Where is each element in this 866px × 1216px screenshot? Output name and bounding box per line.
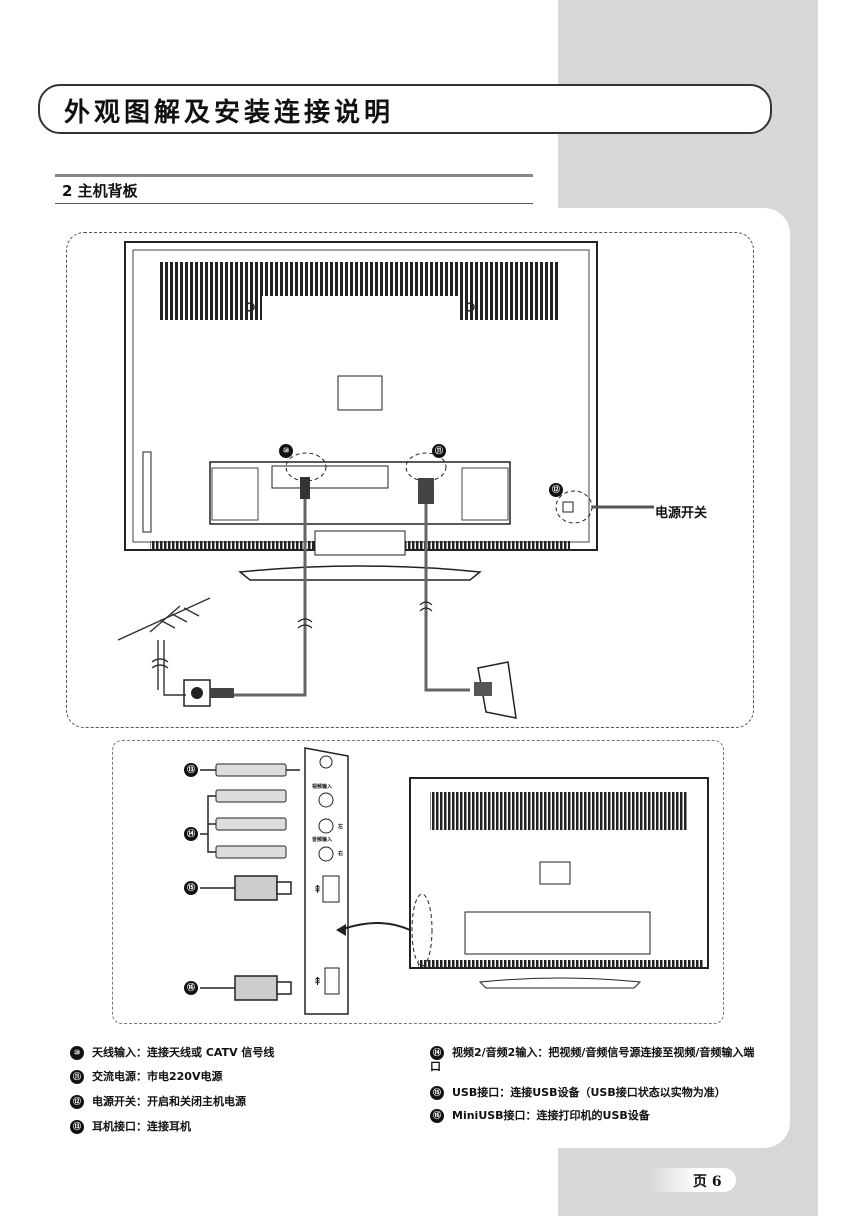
legend-text: 耳机接口：连接耳机 — [92, 1120, 191, 1133]
legend-num: ⑮ — [430, 1086, 444, 1100]
callout-10: ⑩ — [279, 444, 293, 458]
section-rule-bottom — [55, 203, 533, 204]
tv-back-main — [124, 241, 598, 581]
legend-text: MiniUSB接口：连接打印机的USB设备 — [452, 1109, 650, 1122]
legend-text: USB接口：连接USB设备（USB接口状态以实物为准） — [452, 1086, 726, 1099]
rca-plugs — [215, 763, 287, 859]
power-cable — [424, 500, 470, 692]
side-jack-panel: ⇞ ⇞ — [304, 747, 349, 1015]
svg-text:⇞: ⇞ — [313, 975, 322, 988]
jack-label-right: 右 — [338, 851, 344, 857]
jack-label-left: 左 — [338, 824, 344, 830]
legend-num: ⑫ — [70, 1095, 84, 1109]
main-diagram-frame — [66, 232, 754, 728]
legend-item: ⑯ MiniUSB接口：连接打印机的USB设备 — [430, 1109, 760, 1123]
callout-14: ⑭ — [184, 827, 198, 841]
side-panel-diagram-frame — [112, 740, 724, 1024]
legend-num: ⑯ — [430, 1109, 444, 1123]
legend-num: ⑪ — [70, 1070, 84, 1084]
legend-num: ⑩ — [70, 1046, 84, 1060]
title-frame — [38, 84, 772, 134]
legend-text: 交流电源：市电220V电源 — [92, 1070, 223, 1083]
section-title: 2 主机背板 — [62, 182, 138, 200]
antenna-icon — [117, 597, 211, 696]
legend-item: ⑪ 交流电源：市电220V电源 — [70, 1070, 400, 1084]
callout-15: ⑮ — [184, 881, 198, 895]
power-switch-label: 电源开关 — [655, 506, 708, 521]
legend-text: 视频2/音频2输入：把视频/音频信号源连接至视频/音频输入端口 — [430, 1046, 755, 1073]
tv-back-small — [409, 777, 709, 989]
legend-text: 电源开关：开启和关闭主机电源 — [92, 1095, 246, 1108]
usb-plugs — [234, 875, 292, 1001]
jack-label-audio: 音频输入 — [312, 837, 333, 843]
page-number-pill — [650, 1168, 736, 1192]
legend-num: ⑭ — [430, 1046, 444, 1060]
legend-num: ⑬ — [70, 1120, 84, 1134]
callout-12: ⑫ — [549, 483, 563, 497]
callout-13: ⑬ — [184, 763, 198, 777]
section-rule-top — [55, 174, 533, 177]
legend-item: ⑮ USB接口：连接USB设备（USB接口状态以实物为准） — [430, 1086, 770, 1100]
legend-item: ⑩ 天线输入：连接天线或 CATV 信号线 — [70, 1046, 400, 1060]
legend-text: 天线输入：连接天线或 CATV 信号线 — [92, 1046, 275, 1059]
callout-16: ⑯ — [184, 981, 198, 995]
legend-item: ⑫ 电源开关：开启和关闭主机电源 — [70, 1095, 400, 1109]
callout-11: ⑪ — [432, 444, 446, 458]
page-number: 页 6 — [693, 1174, 722, 1190]
antenna-cable — [230, 485, 307, 697]
svg-text:⇞: ⇞ — [313, 883, 322, 896]
page-title: 外观图解及安装连接说明 — [64, 98, 395, 128]
legend-item: ⑬ 耳机接口：连接耳机 — [70, 1120, 400, 1134]
jack-label-video: 视频输入 — [312, 784, 333, 790]
